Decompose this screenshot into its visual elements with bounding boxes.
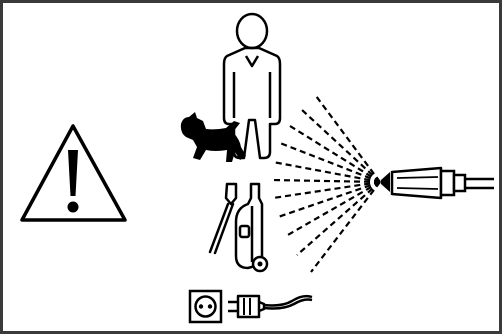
wall-socket-icon [190,291,221,322]
